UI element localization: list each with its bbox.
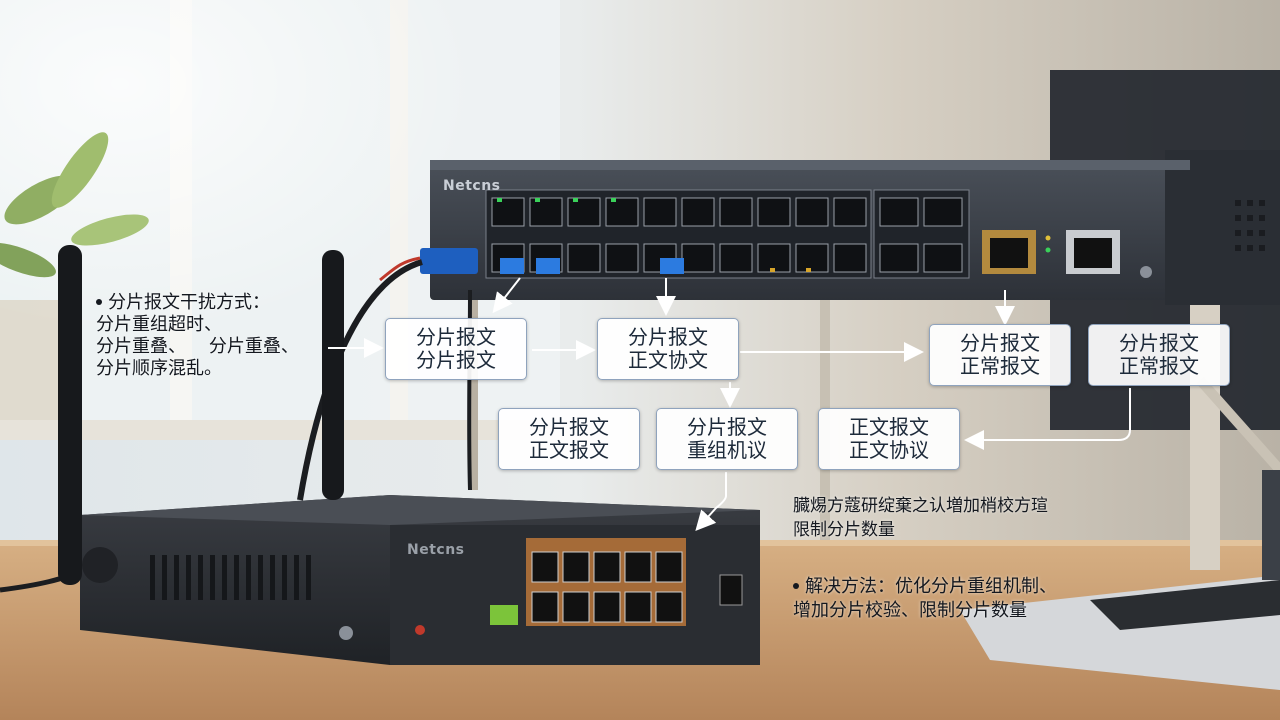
interference-line: 分片顺序混乱。 (96, 358, 222, 379)
network-switch-icon (420, 150, 1280, 305)
router-brand-logo: Netcns (407, 542, 465, 558)
garbled-caption: 臓焬方蔻研绽棄之认増加梢校方瑄 限制分片数量 (793, 494, 1048, 542)
flow-box-fragment-1: 分片报文 分片报文 (385, 318, 527, 380)
box-line: 分片报文 (416, 325, 496, 349)
flow-box-fragment-2: 分片报文 正文协文 (597, 318, 739, 380)
box-line: 正文协议 (849, 438, 929, 462)
solution-line: 解决方法：优化分片重组机制、 (805, 576, 1057, 597)
garbled-line: 限制分片数量 (793, 520, 895, 540)
antenna-icon (58, 245, 344, 585)
box-line: 正文协文 (628, 348, 708, 372)
interference-title: 分片报文干扰方式： (108, 292, 270, 313)
box-line: 分片报文 (960, 331, 1040, 355)
box-line: 分片报文 (687, 415, 767, 439)
box-line: 重组机议 (687, 438, 767, 462)
box-line: 分片报文 (1119, 331, 1199, 355)
bullet-icon (793, 582, 799, 589)
box-line: 正常报文 (1119, 354, 1199, 378)
laptop-icon (960, 470, 1280, 690)
box-line: 正常报文 (960, 354, 1040, 378)
router-icon (80, 495, 760, 665)
switch-brand-logo: Netcns (443, 178, 501, 194)
flow-box-normal-1: 分片报文 正常报文 (929, 324, 1071, 386)
flow-box-normal-2: 分片报文 正常报文 (1088, 324, 1230, 386)
box-line: 正文报文 (849, 415, 929, 439)
bullet-icon (96, 298, 102, 305)
garbled-line: 臓焬方蔻研绽棄之认増加梢校方瑄 (793, 496, 1048, 516)
solution-text: 解决方法：优化分片重组机制、 增加分片校验、限制分片数量 (793, 575, 1057, 623)
box-line: 正文报文 (529, 438, 609, 462)
box-line: 分片报文 (529, 415, 609, 439)
flow-box-reassembly: 分片报文 重组机议 (656, 408, 798, 470)
interference-line: 分片重组超时、 (96, 314, 222, 335)
flow-box-protocol: 正文报文 正文协议 (818, 408, 960, 470)
interference-line: 分片重叠、 分片重叠、 (96, 336, 299, 357)
solution-line: 增加分片校验、限制分片数量 (793, 600, 1027, 621)
flow-arrows (328, 277, 1131, 531)
box-line: 分片报文 (416, 348, 496, 372)
box-line: 分片报文 (628, 325, 708, 349)
flow-box-body: 分片报文 正文报文 (498, 408, 640, 470)
interference-methods: 分片报文干扰方式： 分片重组超时、 分片重叠、 分片重叠、 分片顺序混乱。 (96, 292, 299, 380)
